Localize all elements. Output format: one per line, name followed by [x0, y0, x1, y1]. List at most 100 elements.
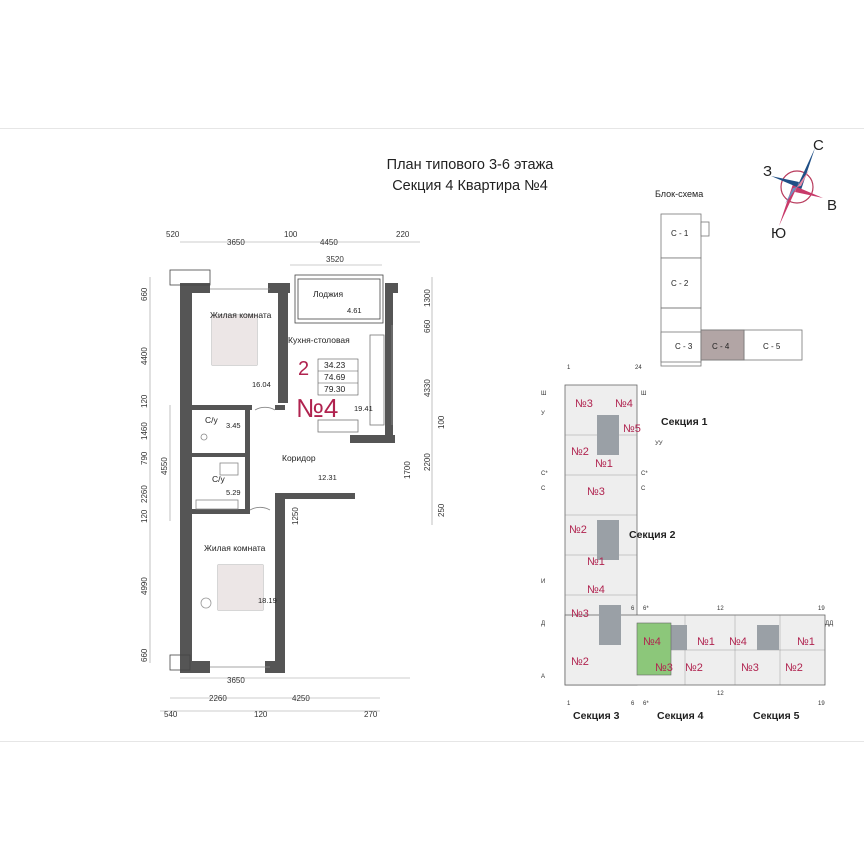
compass-north: С: [813, 137, 824, 154]
room-living2-area: 18.19: [258, 596, 277, 605]
room-bath1-name: С/у: [205, 415, 219, 425]
axis-left-u: У: [541, 411, 545, 417]
room-kitchen-name: Кухня-столовая: [288, 335, 350, 345]
block-c2: С - 2: [671, 279, 689, 288]
dim-bottom-270: 270: [364, 710, 378, 719]
s4-apt-1: №1: [697, 636, 715, 648]
room-living1-area: 16.04: [252, 380, 271, 389]
dim-left-790: 790: [140, 451, 149, 465]
s2-apt-3a: №3: [587, 486, 605, 498]
s2-apt-2: №2: [569, 524, 587, 536]
s5-apt-2: №2: [785, 662, 803, 674]
axis-mid-19: 19: [818, 606, 825, 612]
apt-living-area: 34.23: [324, 360, 346, 370]
section-4-label: Секция 4: [657, 710, 704, 722]
s5-apt-1: №1: [797, 636, 815, 648]
s4-apt-3: №3: [655, 662, 673, 674]
dim-bottom-540: 540: [164, 710, 178, 719]
room-kitchen-area: 19.41: [354, 404, 373, 413]
dim-left-660a: 660: [140, 287, 149, 301]
axis-top-24: 24: [635, 365, 642, 371]
s2-apt-3b: №3: [571, 608, 589, 620]
dim-left-2260: 2260: [140, 485, 149, 503]
dim-right-660: 660: [423, 319, 432, 333]
block-c1: С - 1: [671, 229, 689, 238]
dim-left-4550: 4550: [160, 457, 169, 475]
plan-title: План типового 3-6 этажа: [386, 157, 554, 173]
s3-apt-2: №2: [571, 656, 589, 668]
axis-bottom-12: 12: [717, 691, 724, 697]
room-loggia-name: Лоджия: [313, 289, 344, 299]
s5-apt-3: №3: [741, 662, 759, 674]
dim-top-100: 100: [284, 230, 298, 239]
room-living2-name: Жилая комната: [204, 543, 266, 553]
dim-top-520: 520: [166, 230, 180, 239]
dim-right-1700: 1700: [403, 461, 412, 479]
block-c4: С - 4: [712, 342, 730, 351]
dim-left-4400: 4400: [140, 347, 149, 365]
dim-right-1300: 1300: [423, 289, 432, 307]
s1-apt-3: №3: [575, 398, 593, 410]
block-c3: С - 3: [675, 342, 693, 351]
block-scheme: С - 1 С - 2 С - 3 С - 4 С - 5: [660, 213, 803, 367]
s1-apt-2: №2: [571, 446, 589, 458]
dim-right-250: 250: [437, 503, 446, 517]
axis-bottom-1: 1: [567, 701, 571, 707]
room-bath2-area: 5.29: [226, 488, 241, 497]
block-c5: С - 5: [763, 342, 781, 351]
axis-mid-6star: 6*: [643, 606, 649, 612]
axis-left-a: А: [541, 674, 545, 680]
s5-apt-4: №4: [729, 636, 747, 648]
dim-right-100: 100: [437, 415, 446, 429]
axis-left-sh: Ш: [541, 391, 547, 397]
site-plan: №3 №4 №5 №2 №1 №3 №2 №1 №4 №3 №2 №4 №1 №…: [541, 365, 833, 722]
s1-apt-4: №4: [615, 398, 633, 410]
dim-left-4990: 4990: [140, 577, 149, 595]
room-corridor-area: 12.31: [318, 473, 337, 482]
room-loggia-area: 4.61: [347, 306, 362, 315]
s4-apt-4: №4: [643, 636, 661, 648]
dim-top-3520: 3520: [326, 255, 344, 264]
compass-rose-icon: С З В Ю: [763, 137, 837, 240]
axis-bottom-19: 19: [818, 701, 825, 707]
axis-mid-6: 6: [631, 606, 635, 612]
dim-mid-1250: 1250: [291, 507, 300, 525]
s4-apt-2: №2: [685, 662, 703, 674]
apartment-plan: 520 3650 100 4450 220 3520 3650 2260 425…: [140, 230, 446, 719]
compass-west: З: [763, 163, 772, 180]
room-bath1-area: 3.45: [226, 421, 241, 430]
axis-right-s: С: [641, 486, 646, 492]
axis-right-uu: УУ: [655, 441, 663, 447]
room-corridor-name: Коридор: [282, 453, 316, 463]
axis-left-d: Д: [541, 621, 545, 627]
section-1-label: Секция 1: [661, 416, 708, 428]
apt-rooms-count: 2: [298, 358, 309, 380]
room-living1-name: Жилая комната: [210, 310, 272, 320]
axis-bottom-6: 6: [631, 701, 635, 707]
axis-mid-12: 12: [717, 606, 724, 612]
axis-right-sh: Ш: [641, 391, 647, 397]
room-bath2-name: С/у: [212, 474, 226, 484]
axis-left-sstar: С*: [541, 471, 548, 477]
dim-top-3650: 3650: [227, 238, 245, 247]
compass-east: В: [827, 197, 837, 214]
dim-right-4330: 4330: [423, 379, 432, 397]
dim-left-660b: 660: [140, 648, 149, 662]
axis-top-1: 1: [567, 365, 571, 371]
dim-left-120b: 120: [140, 509, 149, 523]
dim-top-4450: 4450: [320, 238, 338, 247]
axis-bottom-6star: 6*: [643, 701, 649, 707]
section-5-label: Секция 5: [753, 710, 800, 722]
dim-left-120a: 120: [140, 394, 149, 408]
section-2-label: Секция 2: [629, 529, 676, 541]
axis-left-i: И: [541, 579, 545, 585]
dim-bottom-2260: 2260: [209, 694, 227, 703]
axis-right-dd: ДД: [825, 621, 833, 627]
s1-apt-5: №5: [623, 423, 641, 435]
axis-left-s: С: [541, 486, 546, 492]
block-scheme-title: Блок-схема: [655, 189, 704, 199]
s2-apt-4: №4: [587, 584, 605, 596]
axis-right-sstar: С*: [641, 471, 648, 477]
dim-top-220: 220: [396, 230, 410, 239]
